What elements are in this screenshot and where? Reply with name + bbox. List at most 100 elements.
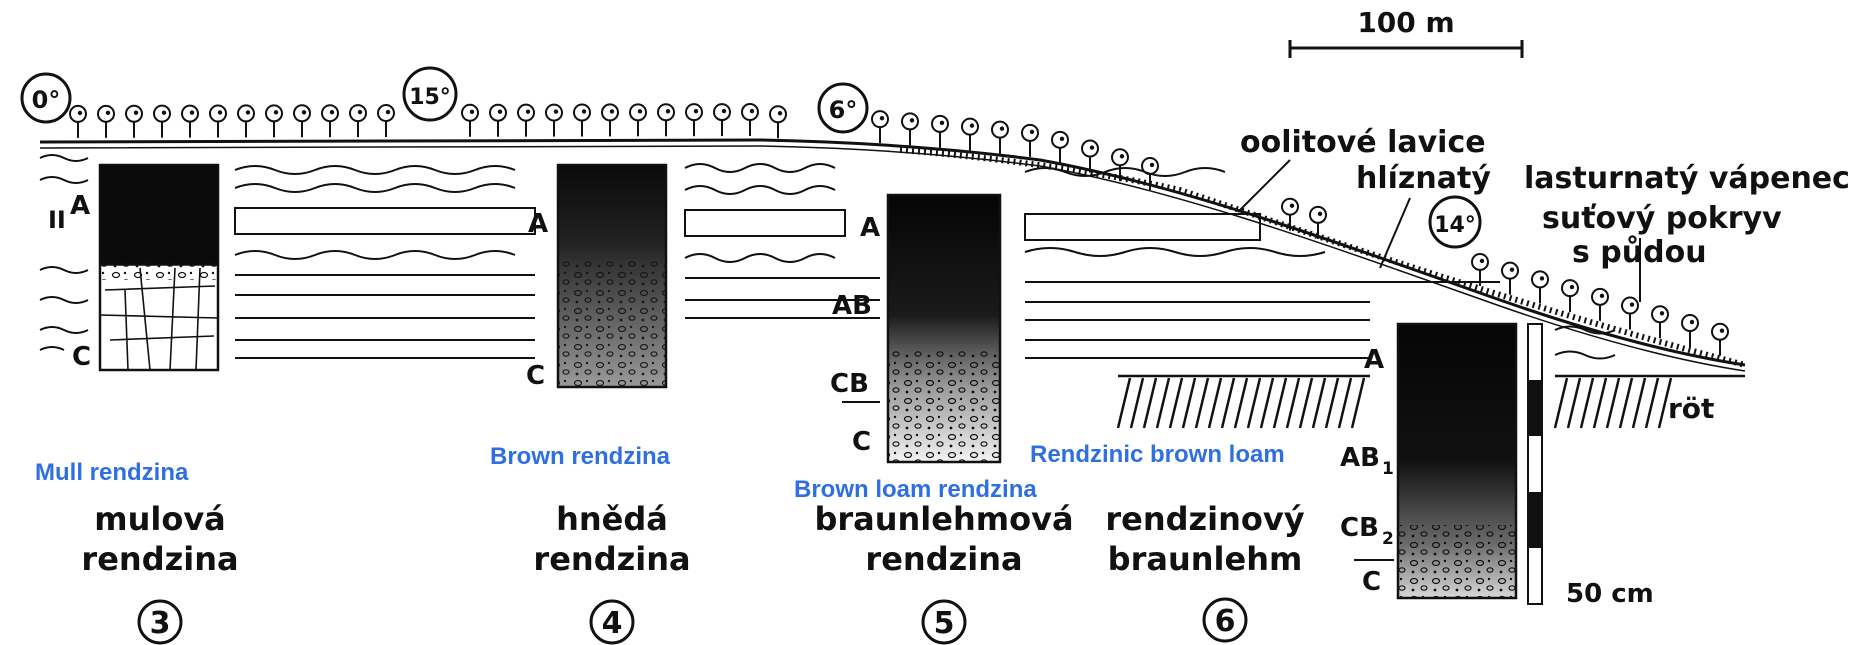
- profile-6-column: [1398, 324, 1516, 598]
- tree-icon: [658, 104, 674, 136]
- horizon-p6-cb-subscript: 2: [1382, 529, 1394, 549]
- hatch-line: [1157, 378, 1169, 428]
- hatch-line: [1287, 378, 1299, 428]
- hatch-line: [1607, 378, 1619, 428]
- soil-6-label: Rendzinic brown loam rendzinový braunleh…: [1030, 441, 1305, 641]
- soil-3-name-line1: mulová: [94, 500, 226, 538]
- soil-6-english: Rendzinic brown loam: [1030, 441, 1285, 468]
- soil-5-label: Brown loam rendzina braunlehmová rendzin…: [794, 476, 1074, 643]
- svg-text:6°: 6°: [829, 96, 858, 124]
- tree-icon: [1502, 263, 1518, 295]
- tree-icon: [462, 105, 478, 137]
- tree-icon: [686, 104, 702, 136]
- soil-4-name-line1: hnědá: [556, 500, 668, 538]
- hatch-line: [1170, 378, 1182, 428]
- tree-icon: [1712, 324, 1728, 356]
- tree-icon: [546, 105, 562, 137]
- horizon-p4-c: C: [526, 361, 545, 391]
- horizontal-scale-bar: 100 m: [1290, 6, 1522, 58]
- soil-4-name-line2: rendzina: [533, 540, 690, 578]
- tree-icon: [630, 104, 646, 136]
- hatch-line: [1144, 378, 1156, 428]
- hatch-line: [1235, 378, 1247, 428]
- roman-numeral-marker: II: [48, 206, 66, 234]
- tree-icon: [872, 111, 888, 143]
- soil-5-name-line1: braunlehmová: [814, 500, 1073, 538]
- tree-icon: [518, 105, 534, 137]
- hatch-line: [1352, 378, 1364, 428]
- hatch-line: [1196, 378, 1208, 428]
- soil-5-english: Brown loam rendzina: [794, 476, 1037, 503]
- slope-angle-14: 14°: [1430, 197, 1480, 247]
- soil-5-name-line2: rendzina: [865, 540, 1022, 578]
- tree-icon: [350, 105, 366, 137]
- hatch-line: [1581, 378, 1593, 428]
- soil-6-name-line2: braunlehm: [1108, 540, 1303, 578]
- soil-4-english: Brown rendzina: [490, 443, 671, 470]
- soil-3-label: Mull rendzina mulová rendzina 3: [35, 459, 239, 643]
- tree-icon: [1022, 125, 1038, 157]
- geology-labels: oolitové lavice hlíznatý lasturnatý vápe…: [1238, 125, 1850, 425]
- tree-icon: [714, 104, 730, 136]
- tree-icon: [1622, 298, 1638, 330]
- tree-icon: [182, 106, 198, 138]
- hatch-line: [1633, 378, 1645, 428]
- hatch-line: [1620, 378, 1632, 428]
- hatch-line: [1326, 378, 1338, 428]
- horizon-p4-a: A: [528, 209, 548, 239]
- soil-3-english: Mull rendzina: [35, 459, 189, 486]
- hatch-line: [1339, 378, 1351, 428]
- label-hliznaty: hlíznatý: [1356, 161, 1491, 196]
- tree-icon: [490, 105, 506, 137]
- tree-icon: [992, 122, 1008, 154]
- slope-angle-0: 0°: [22, 74, 70, 122]
- tree-icon: [574, 104, 590, 136]
- horizon-p3-a: A: [70, 191, 90, 221]
- tree-icon: [266, 105, 282, 137]
- bedrock-band-left: [235, 166, 535, 358]
- svg-text:0°: 0°: [32, 86, 61, 114]
- hatch-line: [1248, 378, 1260, 428]
- profile-4-column: [558, 165, 666, 387]
- hatch-line: [1183, 378, 1195, 428]
- soil-6-name-line1: rendzinový: [1105, 500, 1304, 538]
- soil-3-name-line2: rendzina: [81, 540, 238, 578]
- horizon-p6-ab: AB: [1340, 443, 1380, 473]
- hatch-line: [1568, 378, 1580, 428]
- tree-icon: [126, 106, 142, 138]
- tree-icon: [1592, 289, 1608, 321]
- tree-icon: [962, 119, 978, 151]
- horizon-p6-a: A: [1364, 345, 1384, 375]
- hatch-line: [1222, 378, 1234, 428]
- slope-angle-15: 15°: [404, 68, 456, 120]
- slope-angle-6: 6°: [819, 84, 867, 132]
- bedrock-band-right: [1025, 168, 1615, 359]
- tree-icon: [322, 105, 338, 137]
- tree-icon: [770, 106, 786, 138]
- depth-scale-label: 50 cm: [1566, 579, 1654, 609]
- label-lasturnaty-vapenec: lasturnatý vápenec: [1524, 161, 1850, 196]
- soil-4-number: 4: [602, 606, 623, 641]
- tree-icon: [1052, 132, 1068, 164]
- horizon-p5-cb: CB: [830, 369, 869, 399]
- hatch-line: [1118, 378, 1130, 428]
- profile-5-column: [888, 195, 1000, 462]
- tree-icon: [1682, 315, 1698, 347]
- soil-6-number: 6: [1215, 604, 1236, 639]
- hatch-line: [1300, 378, 1312, 428]
- horizon-p5-c: C: [852, 427, 871, 457]
- scale-label: 100 m: [1357, 6, 1454, 39]
- tree-icon: [294, 105, 310, 137]
- tree-icon: [70, 106, 86, 138]
- hatch-line: [1594, 378, 1606, 428]
- tree-icon: [602, 104, 618, 136]
- soil-4-label: Brown rendzina hnědá rendzina 4: [490, 443, 691, 643]
- tree-icon: [378, 105, 394, 137]
- hatch-line: [1313, 378, 1325, 428]
- tree-icon: [1652, 306, 1668, 338]
- soil-3-number: 3: [150, 606, 171, 641]
- label-sutovy-pokryv: suťový pokryv: [1542, 201, 1782, 236]
- horizon-p3-c: C: [72, 342, 91, 372]
- svg-text:15°: 15°: [409, 85, 451, 110]
